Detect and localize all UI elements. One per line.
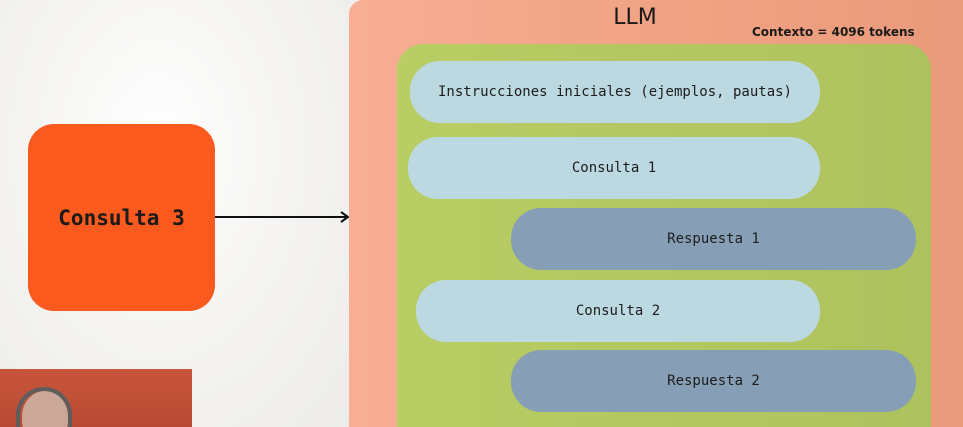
instructions-pill: Instrucciones iniciales (ejemplos, pauta…	[410, 61, 820, 123]
response-1-pill: Respuesta 1	[511, 208, 916, 270]
response-2-label: Respuesta 2	[667, 373, 760, 389]
instructions-label: Instrucciones iniciales (ejemplos, pauta…	[437, 84, 792, 100]
query-2-label: Consulta 2	[575, 303, 661, 319]
query-1-pill: Consulta 1	[408, 137, 820, 199]
new-query-box: Consulta 3	[28, 124, 215, 311]
headphones-icon	[16, 387, 72, 427]
context-size-label: Contexto = 4096 tokens	[752, 25, 915, 39]
llm-title: LLM	[613, 5, 657, 30]
query-2-pill: Consulta 2	[416, 280, 820, 342]
new-query-label: Consulta 3	[58, 205, 185, 230]
response-2-pill: Respuesta 2	[511, 350, 916, 412]
query-1-label: Consulta 1	[571, 160, 657, 176]
input-arrow	[215, 211, 350, 223]
presenter-webcam	[0, 369, 192, 427]
response-1-label: Respuesta 1	[667, 231, 760, 247]
